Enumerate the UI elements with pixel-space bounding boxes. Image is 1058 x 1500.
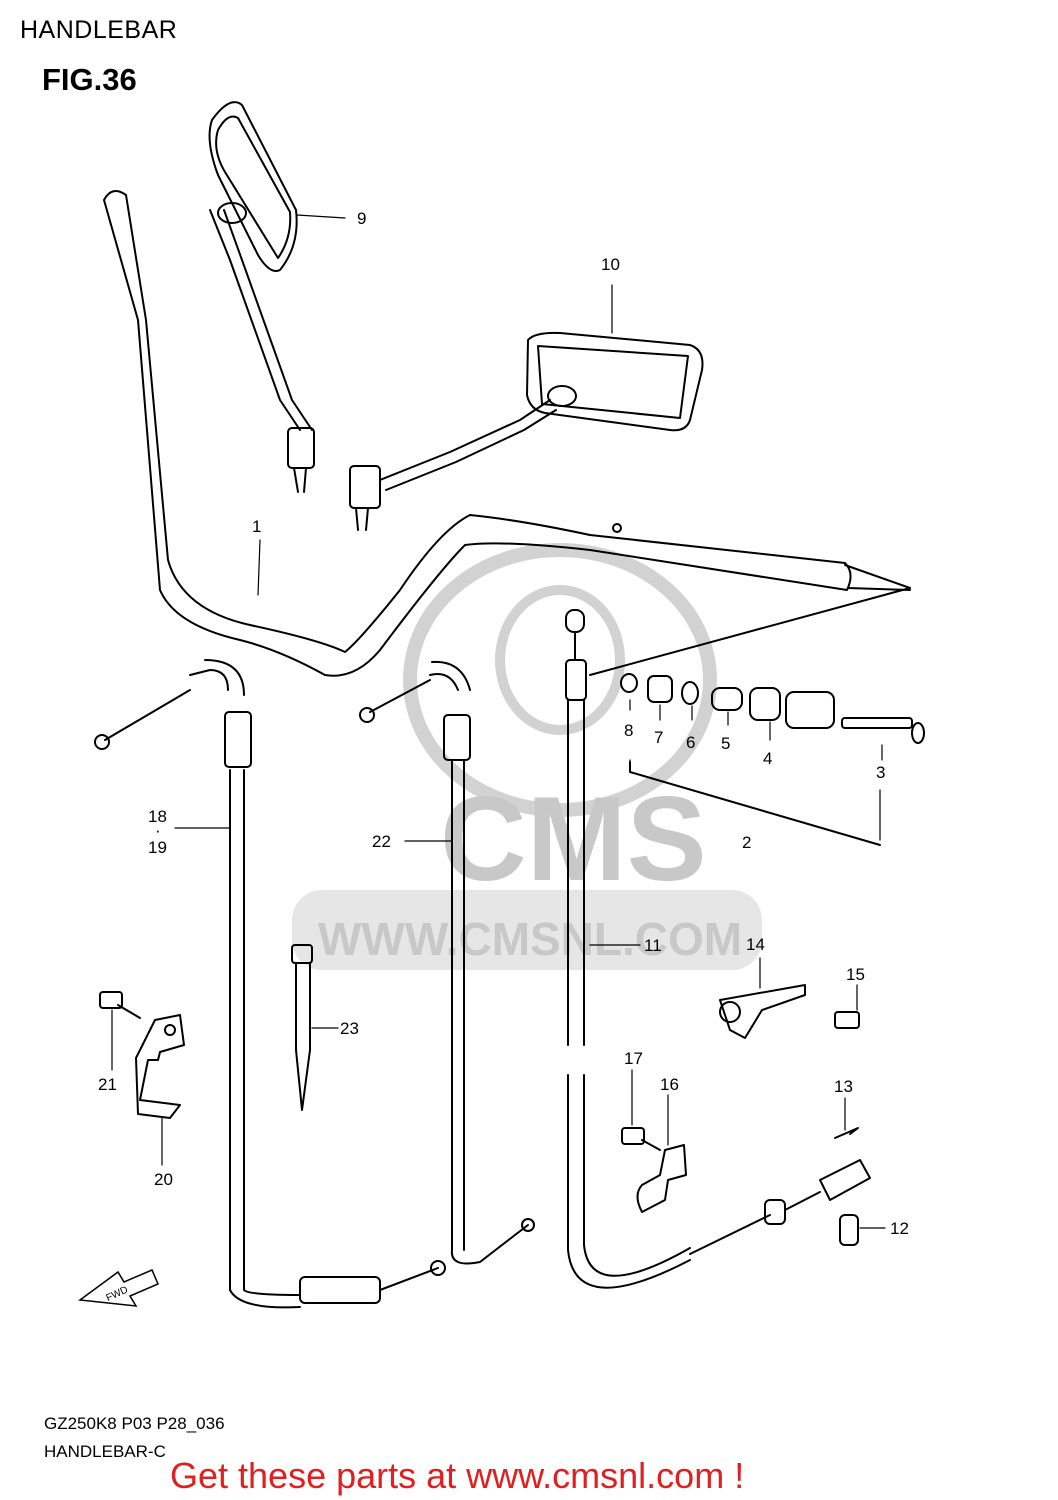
callout-16: 16: [660, 1075, 679, 1094]
callout-14: 14: [746, 935, 765, 954]
clamp-20: [99, 991, 185, 1119]
mirror-left: [208, 101, 315, 493]
callout-5: 5: [721, 734, 730, 753]
callout-7: 7: [654, 728, 663, 747]
callout-3: 3: [876, 763, 885, 782]
throttle-cable: [94, 659, 446, 1309]
fwd-arrow-icon: FWD: [78, 1269, 159, 1307]
callout-2: 2: [742, 833, 751, 852]
callout-10: 10: [601, 255, 620, 274]
callout-13: 13: [834, 1077, 853, 1096]
callout-17: 17: [624, 1049, 643, 1068]
handlebar: [103, 190, 911, 677]
page-title: HANDLEBAR: [20, 16, 178, 44]
clip-pin: [834, 1127, 859, 1246]
callout-11: 11: [644, 936, 662, 955]
watermark-brand: CMS: [440, 772, 707, 906]
diagram-code: GZ250K8 P03 P28_036: [44, 1414, 225, 1433]
callout-9: 9: [357, 209, 366, 228]
callout-20: 20: [154, 1170, 173, 1189]
callout-12: 12: [890, 1219, 909, 1238]
callout-1: 1: [252, 517, 261, 536]
callout-23: 23: [340, 1019, 359, 1038]
cable-22: [359, 660, 535, 1265]
footer-link[interactable]: Get these parts at www.cmsnl.com !: [170, 1455, 745, 1496]
watermark-url: WWW.CMSNL.COM: [318, 913, 742, 965]
callouts: 9 10 1 8 7 6 5 4 3 2 18 · 19 22 11 14 15…: [98, 209, 909, 1238]
clamp-16: [621, 1127, 687, 1213]
leader-lines: [111, 214, 886, 1229]
callout-sep: ·: [155, 821, 161, 840]
figure-label: FIG.36: [42, 62, 137, 97]
diagram-subtitle: HANDLEBAR-C: [44, 1442, 166, 1461]
clutch-cable: [565, 609, 871, 1289]
callout-21: 21: [98, 1075, 117, 1094]
callout-15: 15: [846, 965, 865, 984]
cable-tie: [291, 944, 313, 1111]
lever-14: [719, 984, 860, 1039]
callout-22: 22: [372, 832, 391, 851]
callout-18: 18: [148, 807, 167, 826]
callout-6: 6: [686, 733, 695, 752]
callout-8: 8: [624, 721, 633, 740]
watermark: CMS WWW.CMSNL.COM: [292, 543, 762, 970]
callout-4: 4: [763, 749, 772, 768]
mirror-right: [349, 331, 704, 531]
callout-19: 19: [148, 838, 167, 857]
